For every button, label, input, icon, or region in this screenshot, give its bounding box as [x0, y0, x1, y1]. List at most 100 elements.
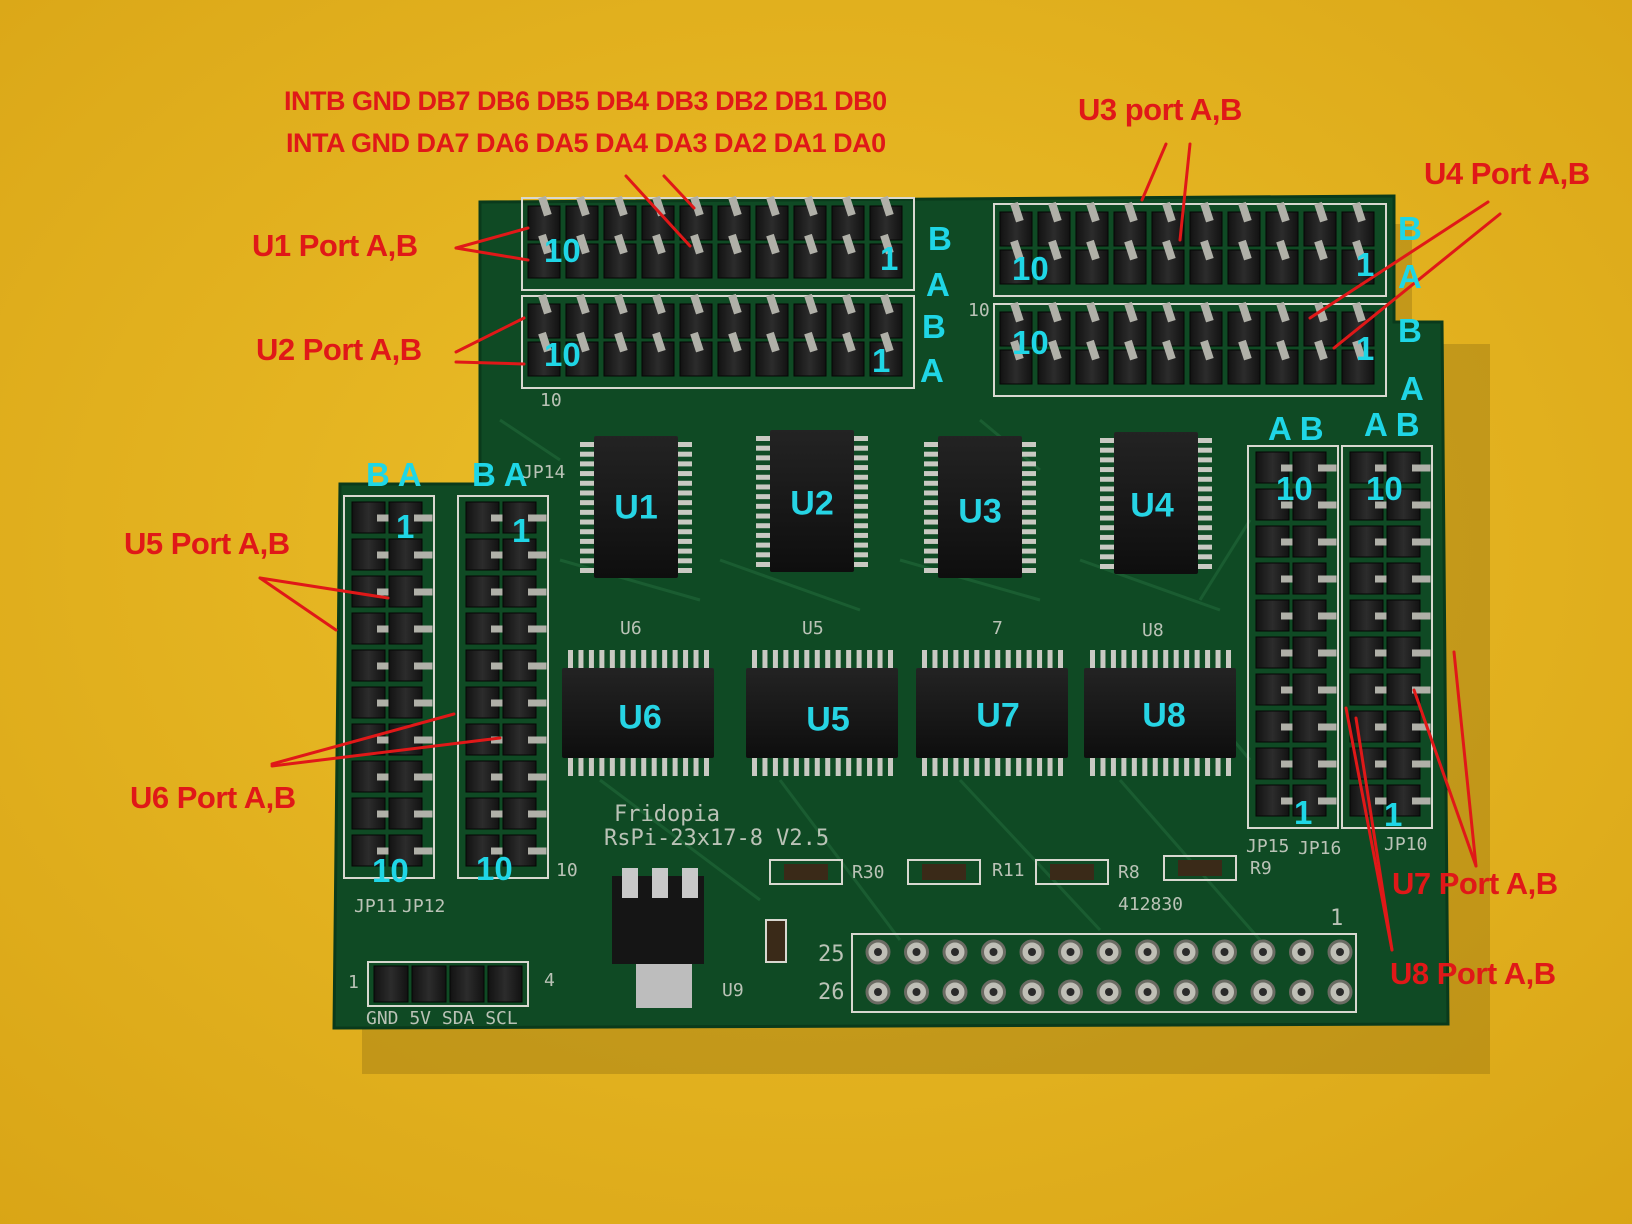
silk-r30: R30 [852, 862, 885, 883]
chip-label-u3: U3 [958, 492, 1002, 531]
u2-pin10-label: 10 [544, 336, 581, 373]
header-u8 [1247, 445, 1339, 829]
silk-u8: U8 [1142, 620, 1164, 641]
silk-jp15: JP15 [1246, 836, 1290, 857]
u2-b-label: B [922, 308, 946, 345]
silk-u5: U5 [802, 618, 824, 639]
silk-model: RsPi-23x17-8 V2.5 [604, 826, 830, 851]
silk-gpio-25: 25 [818, 942, 845, 967]
u4-port-label: U4 Port A,B [1424, 156, 1590, 191]
u1-pin1-label: 1 [880, 240, 899, 277]
chip-label-u5: U5 [806, 700, 850, 739]
silk-jp14: JP14 [522, 462, 566, 483]
silk-gpio-1: 1 [1330, 906, 1344, 931]
u4-b-label: B [1398, 312, 1422, 349]
u1-port-label: U1 Port A,B [252, 228, 418, 263]
chip-u1 [580, 436, 692, 578]
chip-u8 [1084, 650, 1236, 776]
u1-b-label: B [928, 220, 952, 257]
u5-port-label: U5 Port A,B [124, 526, 290, 561]
chip-label-u7: U7 [976, 696, 1020, 735]
chip-label-u2: U2 [790, 484, 834, 523]
u6-port-label: U6 Port A,B [130, 780, 296, 815]
u7-port-label: U7 Port A,B [1392, 866, 1558, 901]
u6-ba-label: B A [472, 456, 528, 493]
i2c-pin [449, 965, 485, 1003]
silk-u7: 7 [992, 618, 1003, 639]
header-u1 [521, 195, 915, 291]
silk-jp11: JP11 [354, 896, 398, 917]
u3-a-label: A [1398, 258, 1422, 295]
u3-port-label: U3 port A,B [1078, 92, 1242, 127]
header-row-a-label: INTA GND DA7 DA6 DA5 DA4 DA3 DA2 DA1 DA0 [286, 128, 886, 158]
gpio-header [851, 933, 1357, 1013]
u8-pin1-label: 1 [1294, 794, 1313, 831]
chip-label-u4: U4 [1130, 486, 1174, 525]
u2-port-label: U2 Port A,B [256, 332, 422, 367]
silk-serial: 412830 [1118, 894, 1184, 915]
silk-gpio-26: 26 [818, 980, 845, 1005]
silk-jp12: JP12 [402, 896, 446, 917]
chip-label-u6: U6 [618, 698, 662, 737]
u6-pin1-label: 1 [512, 512, 531, 549]
u8-ab-label: A B [1268, 410, 1324, 447]
silk-u6: U6 [620, 618, 642, 639]
header-u6 [457, 495, 549, 879]
u7-pin10-label: 10 [1366, 470, 1403, 507]
chip-u5 [746, 650, 898, 776]
silk-r8: R8 [1118, 862, 1140, 883]
u7-pin1-label: 1 [1384, 796, 1403, 833]
u3-b-label: B [1398, 210, 1422, 247]
u2-pin1-label: 1 [872, 342, 891, 379]
silk-i2c-four: 4 [544, 970, 555, 991]
ic-chips [562, 430, 1236, 776]
chip-label-u1: U1 [614, 488, 658, 527]
header-row-b-label: INTB GND DB7 DB6 DB5 DB4 DB3 DB2 DB1 DB0 [284, 86, 887, 116]
silk-jp10: JP10 [1384, 834, 1428, 855]
u2-a-label: A [920, 352, 944, 389]
header-u5 [343, 495, 435, 879]
pin-headers [343, 195, 1433, 879]
header-u4 [993, 301, 1387, 397]
chip-u2 [756, 430, 868, 572]
silk-ten-bottom: 10 [556, 860, 578, 881]
pcb-board [332, 194, 1450, 1030]
header-u7 [1341, 445, 1433, 829]
silk-brand: Fridopia [614, 802, 720, 827]
silk-ten-top: 10 [968, 300, 990, 321]
silk-u9: U9 [722, 980, 744, 1001]
i2c-header [367, 961, 529, 1007]
header-u3 [993, 201, 1387, 297]
chip-u3 [924, 436, 1036, 578]
u1-pin10-label: 10 [544, 232, 581, 269]
u7-ab-label: A B [1364, 406, 1420, 443]
u8-pin10-label: 10 [1276, 470, 1313, 507]
u3-pin1-label: 1 [1356, 246, 1375, 283]
u5-ba-label: B A [366, 456, 422, 493]
chip-u7 [916, 650, 1068, 776]
silk-jp16: JP16 [1298, 838, 1342, 859]
silk-r11: R11 [992, 860, 1025, 881]
u6-pin10-label: 10 [476, 850, 513, 887]
silk-i2c-pins: GND 5V SDA SCL [366, 1008, 518, 1029]
header-u2 [521, 293, 915, 389]
u3-pin10-label: 10 [1012, 250, 1049, 287]
u8-port-label: U8 Port A,B [1390, 956, 1556, 991]
u4-pin10-label: 10 [1012, 324, 1049, 361]
chip-u4 [1100, 432, 1212, 574]
i2c-pin [487, 965, 523, 1003]
chip-u6 [562, 650, 714, 776]
annotation-lines [258, 142, 1502, 952]
silk-r9: R9 [1250, 858, 1272, 879]
resistors [765, 855, 1237, 963]
u4-a-label: A [1400, 370, 1424, 407]
voltage-regulator [612, 868, 704, 1008]
u4-pin1-label: 1 [1356, 330, 1375, 367]
silk-ten-left: 10 [540, 390, 562, 411]
u5-pin1-label: 1 [396, 508, 415, 545]
silk-i2c-one: 1 [348, 972, 359, 993]
u5-pin10-label: 10 [372, 852, 409, 889]
i2c-pin [411, 965, 447, 1003]
chip-label-u8: U8 [1142, 696, 1186, 735]
